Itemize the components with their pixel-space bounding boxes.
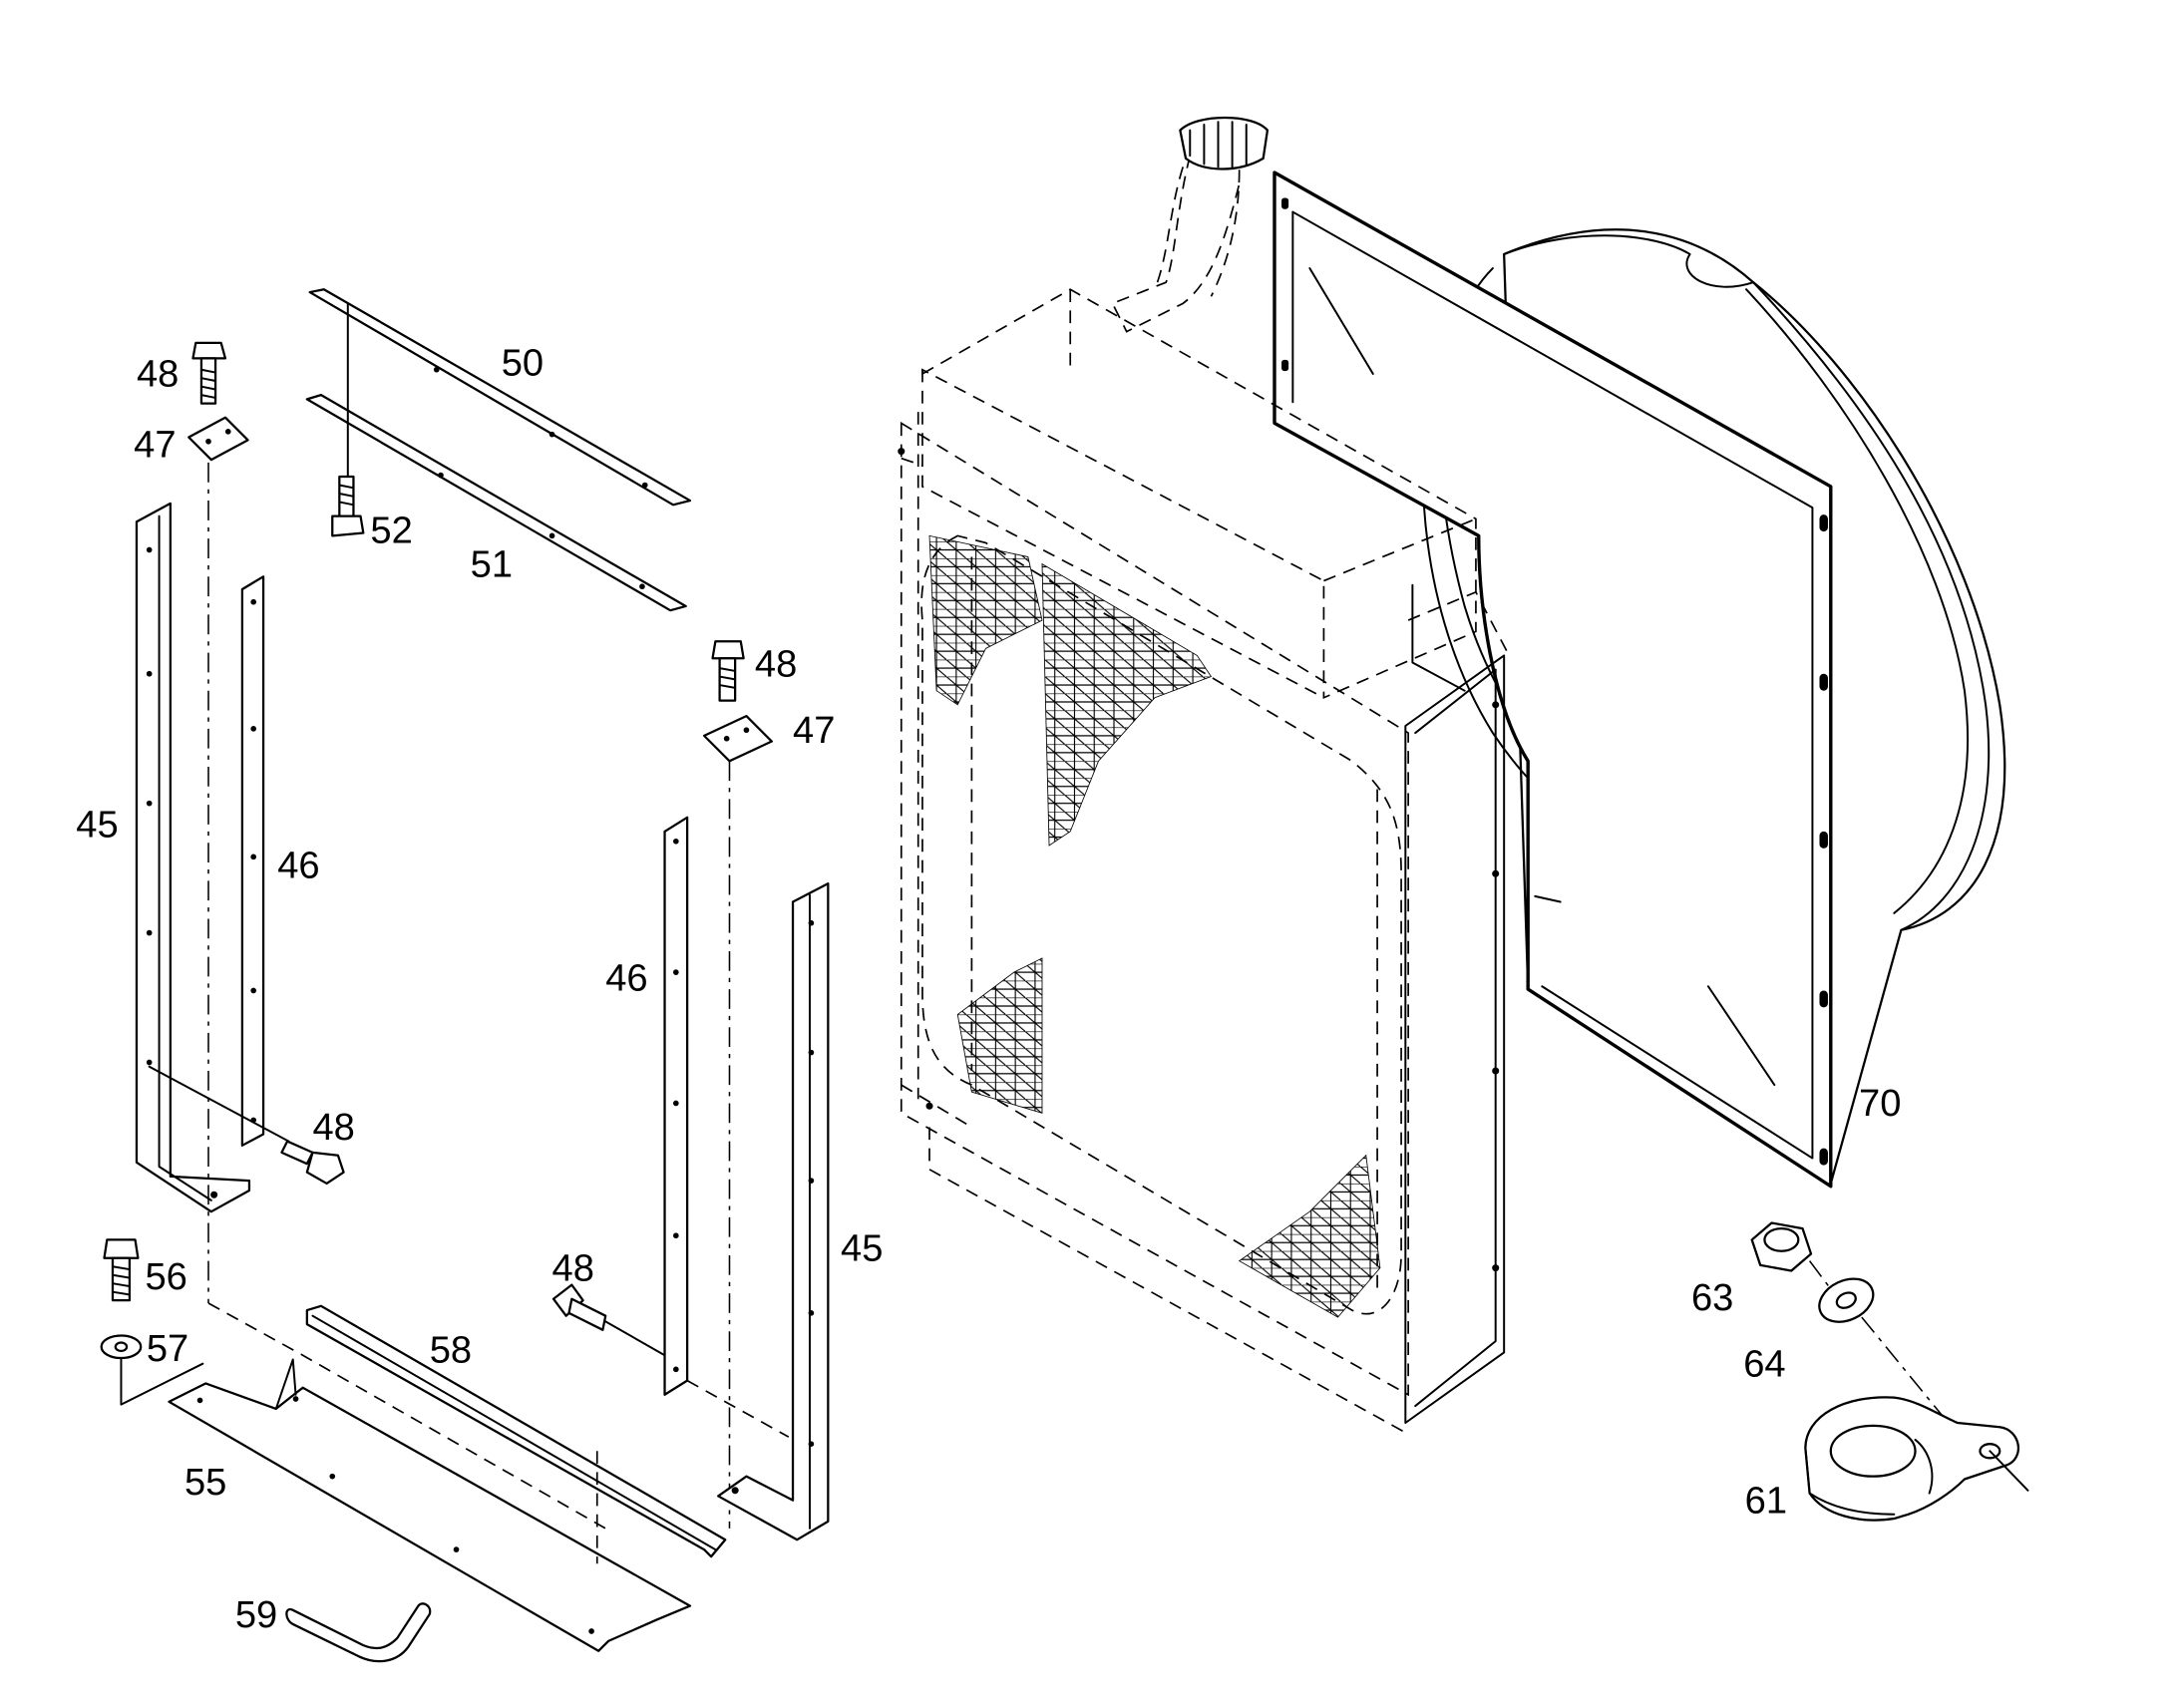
strip-50 <box>308 288 692 507</box>
bolt-56 <box>103 1238 140 1302</box>
callout-70: 70 <box>1859 1082 1901 1125</box>
strip-51 <box>305 394 687 612</box>
callout-46: 46 <box>277 845 319 887</box>
plate-55 <box>168 1358 692 1652</box>
strip-46-left <box>240 575 265 1147</box>
callout-58: 58 <box>430 1328 472 1371</box>
nut-63 <box>1750 1221 1813 1272</box>
bolt-52 <box>331 475 365 537</box>
callout-48: 48 <box>755 643 797 686</box>
callout-63: 63 <box>1691 1276 1733 1319</box>
callout-48: 48 <box>312 1106 354 1149</box>
seal-58 <box>305 1304 727 1564</box>
callout-57: 57 <box>147 1327 188 1370</box>
bolt-48-lower-right <box>551 1283 666 1357</box>
washer-57 <box>100 1334 204 1406</box>
fan-shroud <box>1272 171 2006 1189</box>
callout-47: 47 <box>793 709 835 752</box>
callout-46: 46 <box>605 956 647 999</box>
callout-52: 52 <box>370 509 412 551</box>
plate-47-right <box>702 714 773 763</box>
strip-46-right <box>663 816 689 1396</box>
callout-48: 48 <box>137 353 179 396</box>
callout-48: 48 <box>552 1246 594 1289</box>
clamp-61 <box>1804 1396 2029 1522</box>
callout-59: 59 <box>235 1593 277 1636</box>
callout-47: 47 <box>134 423 176 466</box>
bracket-45-left <box>135 502 251 1213</box>
callout-51: 51 <box>471 542 513 585</box>
bracket-45-right <box>717 882 830 1541</box>
callout-50: 50 <box>502 341 544 384</box>
callout-labels: 50 48 47 52 51 48 47 45 46 46 48 70 56 4… <box>76 341 1901 1635</box>
callout-45: 45 <box>841 1227 883 1270</box>
bolt-48-top-right <box>711 640 745 702</box>
rod-59 <box>285 1602 432 1663</box>
callout-61: 61 <box>1745 1479 1787 1522</box>
callout-56: 56 <box>145 1255 186 1298</box>
bolt-48-lower-left <box>148 1065 345 1186</box>
washer-64 <box>1818 1277 1875 1323</box>
plate-47-left <box>187 416 249 462</box>
callout-64: 64 <box>1743 1342 1785 1385</box>
bolt-48-top-left <box>191 341 227 405</box>
callout-55: 55 <box>184 1461 226 1504</box>
callout-45: 45 <box>76 804 118 847</box>
radiator-core <box>898 116 1508 1436</box>
